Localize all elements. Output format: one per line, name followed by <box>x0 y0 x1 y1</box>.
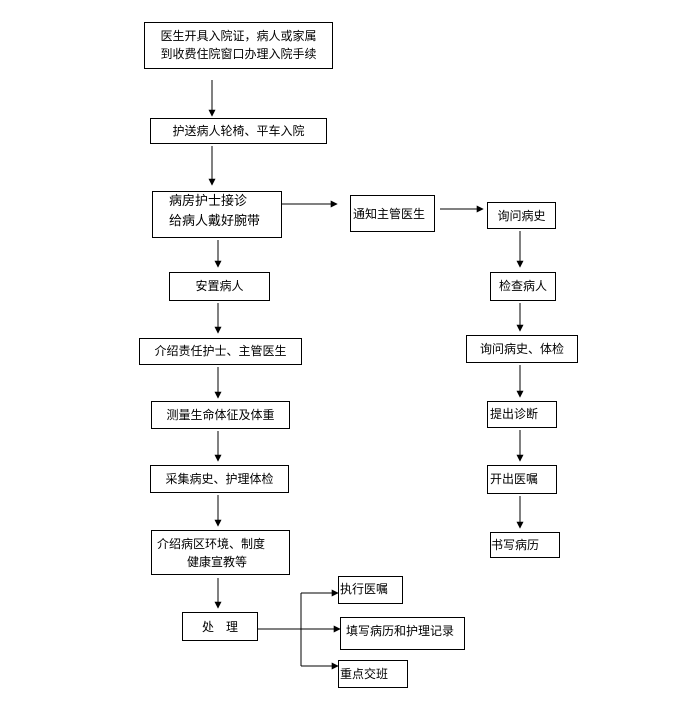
node-collect-history: 采集病史、护理体检 <box>150 465 289 493</box>
node-introduce-ward-line2: 健康宣教等 <box>187 555 248 569</box>
node-notify-doctor-label: 通知主管医生 <box>353 207 426 221</box>
node-introduce-nurse-doctor: 介绍责任护士、主管医生 <box>139 338 302 365</box>
node-execute-orders: 执行医嘱 <box>338 576 403 604</box>
node-ask-history-label: 询问病史 <box>497 209 546 223</box>
node-propose-diagnosis-label: 提出诊断 <box>490 407 539 421</box>
node-ward-nurse-receive: 病房护士接诊 给病人戴好腕带 <box>152 191 282 238</box>
node-ask-history-exam: 询问病史、体检 <box>466 335 578 363</box>
node-examine-patient-label: 检查病人 <box>498 279 547 293</box>
node-execute-orders-label: 执行医嘱 <box>340 582 389 596</box>
node-admission-certificate-line2: 到收费住院窗口办理入院手续 <box>160 47 317 61</box>
node-introduce-ward: 介绍病区环境、制度 健康宣教等 <box>151 530 290 575</box>
node-examine-patient: 检查病人 <box>490 272 556 301</box>
node-measure-vitals-label: 测量生命体征及体重 <box>166 408 275 422</box>
node-notify-doctor: 通知主管医生 <box>350 195 435 232</box>
node-propose-diagnosis: 提出诊断 <box>487 401 557 428</box>
node-issue-orders-label: 开出医嘱 <box>490 472 539 486</box>
node-ask-history: 询问病史 <box>487 202 556 229</box>
node-handle-label: 处 理 <box>201 620 238 634</box>
node-measure-vitals: 测量生命体征及体重 <box>151 401 290 429</box>
node-key-handover: 重点交班 <box>338 660 408 688</box>
node-fill-records: 填写病历和护理记录 <box>340 617 465 650</box>
node-ward-nurse-receive-line2: 给病人戴好腕带 <box>169 214 261 229</box>
node-settle-patient-label: 安置病人 <box>195 279 244 293</box>
node-settle-patient: 安置病人 <box>169 272 270 301</box>
node-admission-certificate-line1: 医生开具入院证，病人或家属 <box>160 29 317 43</box>
node-ask-history-exam-label: 询问病史、体检 <box>479 342 564 356</box>
node-introduce-nurse-doctor-label: 介绍责任护士、主管医生 <box>154 344 287 358</box>
node-admission-certificate: 医生开具入院证，病人或家属 到收费住院窗口办理入院手续 <box>144 22 333 69</box>
node-fill-records-label: 填写病历和护理记录 <box>346 624 455 638</box>
node-write-record-label: 书写病历 <box>491 538 540 552</box>
node-escort-patient-label: 护送病人轮椅、平车入院 <box>172 124 305 138</box>
node-write-record: 书写病历 <box>490 532 560 558</box>
node-handle: 处 理 <box>182 612 258 641</box>
node-issue-orders: 开出医嘱 <box>487 465 557 494</box>
node-collect-history-label: 采集病史、护理体检 <box>165 472 274 486</box>
node-escort-patient: 护送病人轮椅、平车入院 <box>150 118 327 144</box>
node-introduce-ward-line1: 介绍病区环境、制度 <box>157 537 266 551</box>
node-key-handover-label: 重点交班 <box>340 667 389 681</box>
node-ward-nurse-receive-line1: 病房护士接诊 <box>169 194 248 209</box>
